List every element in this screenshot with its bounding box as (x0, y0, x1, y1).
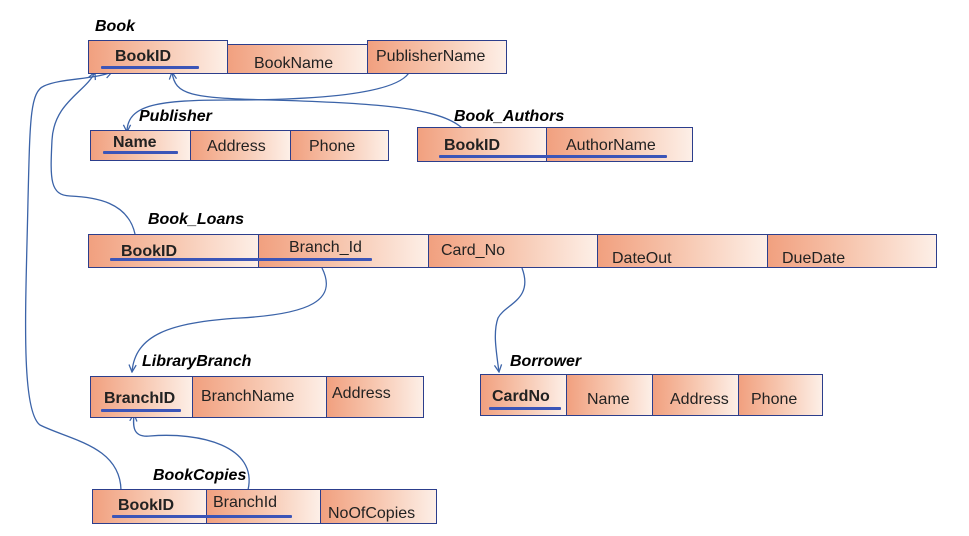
book-col-publishername-label: PublisherName (376, 48, 486, 65)
book-copies-table: BookID BranchId NoOfCopies (92, 489, 437, 524)
borrower-table: CardNo Name Address Phone (480, 374, 823, 416)
book-col-bookid: BookID (88, 40, 228, 74)
book-loans-col-dateout: DateOut (597, 234, 768, 268)
borrower-col-phone: Phone (738, 374, 823, 416)
library-branch-title: LibraryBranch (142, 353, 252, 370)
book-loans-table: BookID Branch_Id Card_No DateOut DueDate (88, 234, 937, 268)
key-underline (101, 66, 199, 69)
book-authors-col-authorname-label: AuthorName (566, 137, 656, 154)
key-underline (103, 151, 178, 154)
book-loans-title: Book_Loans (148, 211, 245, 228)
book-table: BookID BookName PublisherName (88, 40, 507, 74)
book-loans-col-branchid: Branch_Id (258, 234, 429, 268)
library-branch-col-branchname: BranchName (192, 376, 327, 418)
publisher-col-address: Address (190, 130, 291, 161)
borrower-title: Borrower (510, 353, 582, 370)
key-underline (439, 155, 667, 158)
borrower-col-cardno: CardNo (480, 374, 567, 416)
publisher-col-address-label: Address (207, 138, 266, 155)
book-copies-col-branchid: BranchId (206, 489, 321, 524)
book-loans-col-duedate-label: DueDate (782, 250, 846, 267)
book-copies-col-bookid-label: BookID (118, 497, 174, 514)
book-col-bookid-label: BookID (115, 48, 171, 65)
borrower-col-name-label: Name (587, 391, 630, 408)
book-loans-col-bookid-label: BookID (121, 243, 177, 260)
publisher-table: Name Address Phone (90, 130, 389, 161)
publisher-col-name-label: Name (113, 134, 157, 151)
borrower-col-cardno-label: CardNo (492, 388, 550, 405)
book-col-bookname: BookName (227, 44, 368, 74)
book-col-bookname-label: BookName (254, 55, 334, 72)
key-underline (112, 515, 292, 518)
key-underline (489, 407, 561, 410)
library-branch-col-address: Address (326, 376, 424, 418)
borrower-col-name: Name (566, 374, 653, 416)
book-copies-title: BookCopies (153, 467, 247, 484)
book-loans-col-cardno: Card_No (428, 234, 598, 268)
book-copies-col-noofcopies-label: NoOfCopies (328, 505, 416, 522)
book-copies-col-noofcopies: NoOfCopies (320, 489, 437, 524)
borrower-col-address-label: Address (670, 391, 729, 408)
publisher-col-name: Name (90, 130, 191, 161)
book-copies-col-branchid-label: BranchId (213, 494, 278, 511)
library-branch-col-branchid-label: BranchID (104, 390, 176, 407)
arrow-bookauthors-bookid-to-book-bookid (172, 72, 463, 129)
book-authors-col-bookid-label: BookID (444, 137, 500, 154)
publisher-title: Publisher (139, 108, 212, 125)
library-branch-col-branchname-label: BranchName (201, 388, 295, 405)
publisher-col-phone-label: Phone (309, 138, 356, 155)
book-copies-col-bookid: BookID (92, 489, 207, 524)
book-authors-table: BookID AuthorName (417, 127, 693, 162)
library-branch-col-address-label: Address (332, 385, 391, 402)
publisher-col-phone: Phone (290, 130, 389, 161)
book-loans-col-cardno-label: Card_No (441, 242, 506, 259)
borrower-col-phone-label: Phone (751, 391, 798, 408)
key-underline (110, 258, 372, 261)
library-branch-table: BranchID BranchName Address (90, 376, 424, 418)
borrower-col-address: Address (652, 374, 739, 416)
library-branch-col-branchid: BranchID (90, 376, 193, 418)
book-loans-col-duedate: DueDate (767, 234, 937, 268)
book-loans-col-bookid: BookID (88, 234, 259, 268)
key-underline (101, 409, 181, 412)
book-authors-title: Book_Authors (454, 108, 565, 125)
book-loans-col-branchid-label: Branch_Id (289, 239, 362, 256)
book-title: Book (95, 18, 135, 35)
book-loans-col-dateout-label: DateOut (612, 250, 672, 267)
book-col-publishername: PublisherName (367, 40, 507, 74)
